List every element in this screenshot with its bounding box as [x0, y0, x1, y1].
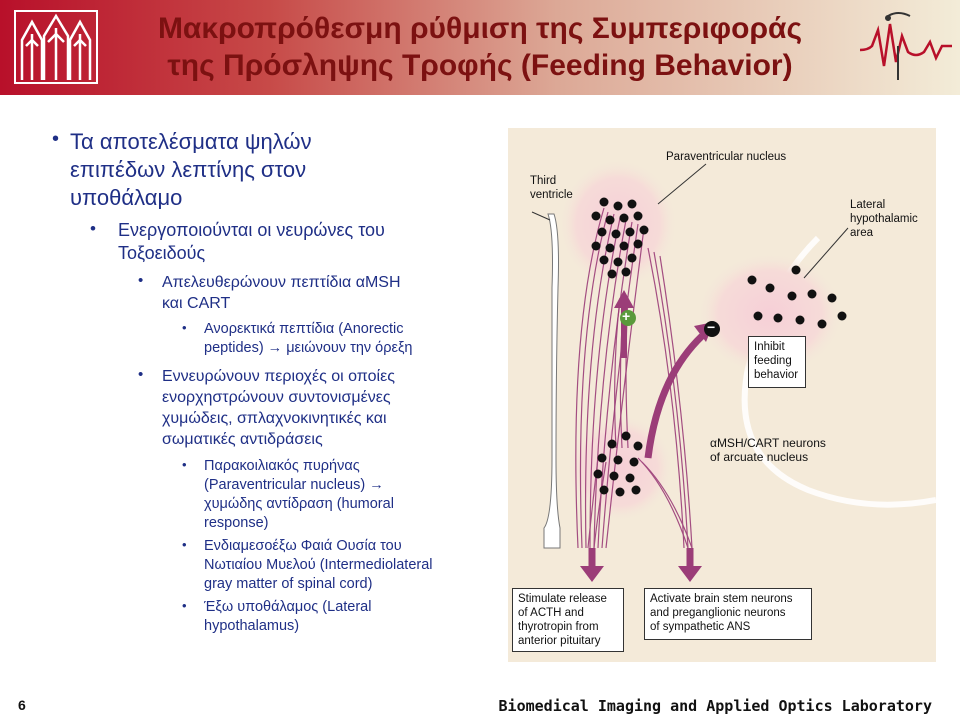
stim-line-2: of ACTH and — [518, 607, 584, 619]
third-ventricle — [543, 213, 561, 549]
university-logo-icon — [14, 10, 98, 84]
label-arcuate-1: αMSH/CART neurons — [710, 436, 826, 450]
bullet-l1-line-3: υποθάλαμο — [70, 185, 183, 210]
bullet-l3-line-5: χυμώδεις, σπλαχνοκινητικές και — [162, 410, 387, 427]
bullet-marker: • — [138, 366, 144, 383]
label-lateral-3: area — [850, 227, 874, 239]
header-bar: Μακροπρόθεσμη ρύθμιση της Συμπεριφοράς τ… — [0, 0, 960, 95]
excite-plus-icon — [620, 310, 636, 326]
stim-line-3: thyrotropin from — [518, 621, 599, 633]
bullet-l1-line-2: επιπέδων λεπτίνης στον — [70, 157, 307, 182]
act-line-2: and preganglionic neurons — [650, 607, 786, 619]
paraventricular-leader — [657, 163, 707, 205]
bullet-l3-line-3: Εννευρώνουν περιοχές οι οποίες — [162, 368, 395, 385]
fiber-bundle-right — [637, 247, 693, 549]
bullet-l4-line-10: Έξω υποθάλαμος (Lateral — [204, 599, 372, 615]
signal-wave-logo-icon — [859, 12, 952, 80]
bullet-l1-line-1: Τα αποτελέσματα ψηλών — [70, 129, 312, 154]
minus-sign: − — [707, 319, 716, 335]
page-number: 6 — [18, 697, 26, 713]
bullet-marker: • — [182, 320, 187, 335]
arcuate-neurons — [593, 431, 643, 497]
activate-brainstem-box: Activate brain stem neurons and pregangl… — [644, 588, 812, 640]
bullet-list: • Τα αποτελέσματα ψηλών επιπέδων λεπτίνη… — [0, 0, 500, 680]
bullet-marker: • — [182, 537, 187, 552]
bullet-l3-line-4: ενορχηστρώνουν συντονισμένες — [162, 389, 391, 406]
lateral-hypothalamic-neurons — [747, 265, 847, 347]
bullet-l4-line-9: gray matter of spinal cord) — [204, 576, 373, 592]
paraventricular-neurons — [591, 197, 649, 279]
bullet-marker: • — [182, 457, 187, 472]
bullet-marker: • — [182, 598, 187, 613]
plus-sign: + — [622, 308, 631, 324]
title-line-2: της Πρόσληψης Τροφής (Feeding Behavior) — [167, 49, 793, 82]
bullet-l4-line-6: response) — [204, 515, 269, 531]
third-ventricle-leader — [531, 211, 551, 221]
inhibit-minus-icon — [704, 321, 720, 337]
bullet-marker: • — [138, 272, 144, 289]
bullet-l4-line-5: χυμώδης αντίδραση (humoral — [204, 496, 394, 512]
hypothalamus-diagram: + − Paraventricular nucleus Third ventri… — [508, 128, 936, 662]
bullet-l3-line-6: σωματικές αντιδράσεις — [162, 431, 323, 448]
inhibit-line-3: behavior — [754, 369, 799, 381]
lateral-leader — [803, 227, 849, 279]
label-paraventricular: Paraventricular nucleus — [666, 151, 787, 163]
bullet-l3-line-1: Απελευθερώνουν πεπτίδια αMSH — [162, 274, 401, 291]
stimulate-release-box: Stimulate release of ACTH and thyrotropi… — [512, 588, 624, 652]
bullet-l4-line-1: Ανορεκτικά πεπτίδια (Anorectic — [204, 321, 404, 337]
inhibit-line-2: feeding — [754, 355, 792, 367]
stim-line-1: Stimulate release — [518, 593, 607, 605]
bullet-l4-line-3: Παρακοιλιακός πυρήνας — [204, 458, 360, 474]
bullet-marker: • — [52, 128, 60, 150]
bullet-l4-line-7: Ενδιαμεσοέξω Φαιά Ουσία του — [204, 538, 402, 554]
label-third-ventricle-2: ventricle — [530, 189, 573, 201]
fiber-bundle-left — [575, 207, 645, 549]
diagram-canvas — [508, 128, 936, 662]
arrow-head-pituitary — [580, 566, 604, 582]
lab-name: Biomedical Imaging and Applied Optics La… — [498, 697, 932, 715]
arrow-head-brainstem — [678, 566, 702, 582]
arcuate-glow — [566, 414, 674, 522]
bullet-l4-line-8: Νωτιαίου Μυελού (Intermediolateral — [204, 557, 433, 573]
paraventricular-glow — [558, 158, 678, 290]
lateral-hypothalamic-glow — [696, 252, 844, 376]
title-line-1: Μακροπρόθεσμη ρύθμιση της Συμπεριφοράς — [157, 12, 803, 45]
bullet-l4-line-2: peptides) → μειώνουν την όρεξη — [204, 340, 413, 356]
bullet-l3-line-2: και CART — [162, 295, 231, 312]
bullet-l2-line-2: Τοξοειδούς — [118, 243, 206, 263]
bullet-l2-line-1: Ενεργοποιούνται οι νευρώνες του — [118, 220, 385, 240]
inhibit-line-1: Inhibit — [754, 341, 785, 353]
arrow-to-lateral — [644, 333, 705, 459]
arrow-head-paraventricular — [614, 290, 634, 308]
act-line-3: of sympathetic ANS — [650, 621, 751, 633]
label-arcuate-2: of arcuate nucleus — [710, 450, 809, 464]
bullet-l4-line-11: hypothalamus) — [204, 618, 300, 634]
label-third-ventricle-1: Third — [530, 175, 557, 187]
label-lateral-2: hypothalamic — [850, 213, 918, 225]
bullet-marker: • — [90, 219, 96, 238]
bullet-l4-line-4: (Paraventricular nucleus) → — [204, 477, 384, 493]
label-lateral-1: Lateral — [850, 199, 886, 211]
stim-line-4: anterior pituitary — [518, 635, 601, 647]
slide-title: Μακροπρόθεσμη ρύθμιση της Συμπεριφοράς τ… — [110, 10, 850, 84]
act-line-1: Activate brain stem neurons — [650, 593, 793, 605]
inhibit-feeding-box: Inhibit feeding behavior — [748, 336, 806, 388]
